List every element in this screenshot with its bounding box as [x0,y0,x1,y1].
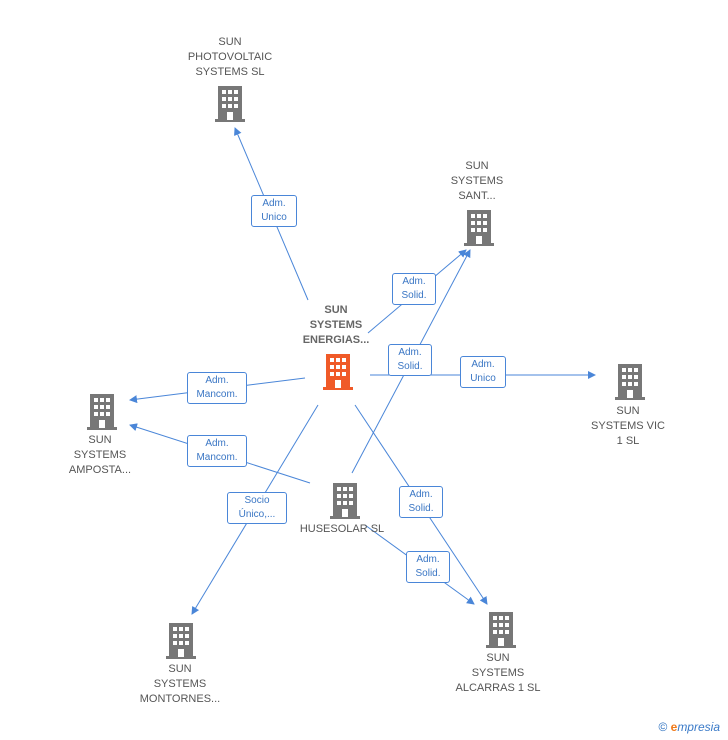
node-husesolar[interactable]: HUSESOLAR SL [272,522,412,537]
relation-label[interactable]: Adm. Solid. [388,344,432,376]
node-label: SUN SYSTEMS SANT... [450,160,504,202]
node-sun-systems-montornes[interactable]: SUN SYSTEMS MONTORNES... [110,662,250,707]
node-label: SUN SYSTEMS VIC 1 SL [591,405,665,447]
building-icon[interactable] [614,364,646,400]
empresia-logo-initial: e [670,720,678,734]
building-icon[interactable] [329,483,361,519]
copyright-icon: © [658,720,668,734]
relation-label[interactable]: Adm. Solid. [399,486,443,518]
building-icon[interactable] [485,612,517,648]
relation-label[interactable]: Adm. Unico [460,356,506,388]
building-icon[interactable] [165,623,197,659]
node-label: HUSESOLAR SL [299,523,385,535]
node-label: SUN SYSTEMS AMPOSTA... [68,434,132,476]
node-sun-systems-alcarras[interactable]: SUN SYSTEMS ALCARRAS 1 SL [428,651,568,696]
relation-label[interactable]: Adm. Mancom. [187,372,247,404]
node-label: SUN SYSTEMS ENERGIAS... [302,304,370,346]
relation-label[interactable]: Adm. Mancom. [187,435,247,467]
node-label: SUN PHOTOVOLTAIC SYSTEMS SL [187,36,273,78]
relation-label[interactable]: Adm. Solid. [406,551,450,583]
node-sun-systems-sant[interactable]: SUN SYSTEMS SANT... [407,159,547,204]
building-icon[interactable] [322,354,354,390]
building-icon[interactable] [214,86,246,122]
empresia-footer[interactable]: © empresia [658,720,720,734]
node-sun-systems-energias[interactable]: SUN SYSTEMS ENERGIAS... [266,303,406,348]
node-sun-systems-amposta[interactable]: SUN SYSTEMS AMPOSTA... [30,433,170,478]
relation-label[interactable]: Adm. Unico [251,195,297,227]
building-icon[interactable] [86,394,118,430]
node-label: SUN SYSTEMS MONTORNES... [139,663,221,705]
node-sun-photovoltaic[interactable]: SUN PHOTOVOLTAIC SYSTEMS SL [160,35,300,80]
empresia-brand: mpresia [677,720,720,734]
relation-label[interactable]: Socio Único,... [227,492,287,524]
relation-label[interactable]: Adm. Solid. [392,273,436,305]
node-label: SUN SYSTEMS ALCARRAS 1 SL [455,652,541,694]
node-sun-systems-vic[interactable]: SUN SYSTEMS VIC 1 SL [558,404,698,449]
building-icon[interactable] [463,210,495,246]
